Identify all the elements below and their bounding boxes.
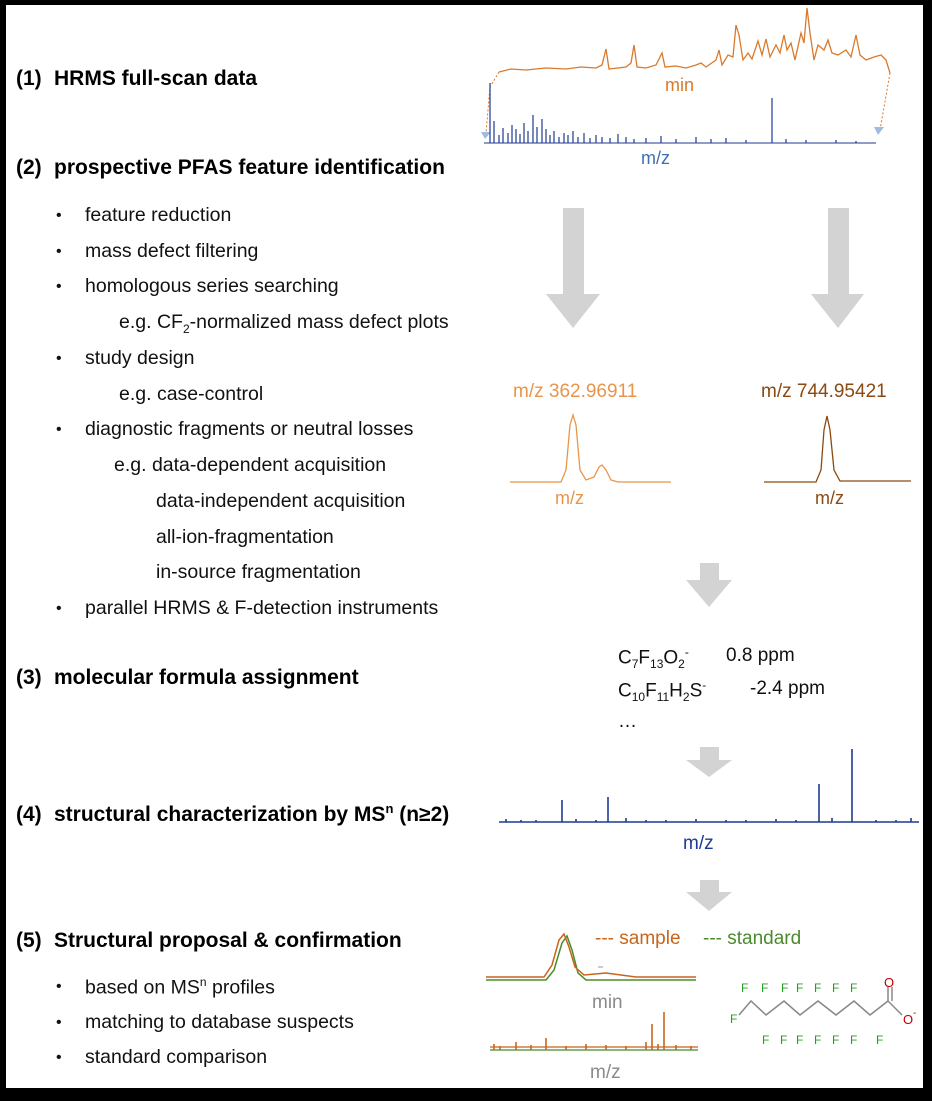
formula-2: C10F11H2S- (618, 678, 707, 705)
bullet-dot: • (56, 243, 62, 260)
down-arrow-icon (546, 208, 600, 328)
list-item: based on MSn profiles (85, 975, 275, 999)
confirmation-mz-label: m/z (590, 1062, 621, 1083)
peak-axis-label-right: m/z (815, 488, 844, 508)
peak-trace-362 (510, 412, 671, 483)
bullet-dot: • (56, 278, 62, 295)
msn-spectrum (499, 749, 919, 823)
formula-ellipsis: … (618, 711, 637, 732)
fluorine-atom: F (730, 1012, 737, 1026)
extracted-peaks (510, 412, 911, 483)
fluorine-atom: F (796, 1033, 803, 1047)
fluorine-atom: F (832, 1033, 839, 1047)
step-1-heading: (1)HRMS full-scan data (16, 67, 258, 90)
list-item: standard comparison (85, 1046, 268, 1068)
list-subitem: all-ion-fragmentation (156, 526, 334, 548)
confirmation-plots (486, 932, 698, 1051)
down-arrow-icon (686, 880, 732, 911)
chromatogram-axis-label: min (665, 75, 695, 95)
msn-peaks (505, 749, 912, 822)
list-item: study design (85, 347, 195, 369)
fluorine-atom: F (762, 1033, 769, 1047)
standard-chromatogram (486, 934, 696, 981)
fluorine-atom: F (832, 981, 839, 995)
bullet-dot: • (56, 1014, 62, 1031)
peak-trace-744 (764, 415, 911, 483)
list-item: mass defect filtering (85, 240, 259, 262)
spectrum-peaks (489, 83, 857, 143)
formula-1: C7F13O2- (618, 645, 689, 672)
list-subitem: in-source fragmentation (156, 561, 361, 583)
peak-label-362: m/z 362.96911 (513, 381, 638, 402)
chromatogram-trace (498, 7, 891, 74)
down-arrow-icon (686, 563, 732, 607)
fluorine-atom: F (850, 1033, 857, 1047)
full-scan-plot (481, 7, 891, 144)
flow-arrows (546, 208, 864, 911)
fluorine-atom: F (814, 1033, 821, 1047)
list-item: parallel HRMS & F-detection instruments (85, 597, 439, 619)
carboxylate-oxygen: O (903, 1012, 913, 1027)
fluorine-atom: F (780, 1033, 787, 1047)
fluorine-atom: F (796, 981, 803, 995)
confirmation-min-label: min (592, 992, 623, 1013)
list-item: feature reduction (85, 204, 232, 226)
formula-1-ppm: 0.8 ppm (726, 645, 795, 666)
fluorine-atom: F (814, 981, 821, 995)
list-subitem: e.g. CF2-normalized mass defect plots (119, 311, 449, 336)
msn-axis-label: m/z (683, 833, 714, 854)
fluorine-atom: F (876, 1033, 883, 1047)
step-3-heading: (3)molecular formula assignment (16, 666, 359, 689)
workflow-diagram: (1)HRMS full-scan data (2)prospective PF… (6, 5, 923, 1088)
formula-2-ppm: -2.4 ppm (750, 678, 825, 699)
carbon-backbone (738, 987, 903, 1016)
carbonyl-oxygen: O (884, 975, 894, 990)
legend-sample: --- sample (595, 928, 681, 949)
zoom-arrowhead-right (874, 127, 884, 135)
bullet-dot: • (56, 978, 62, 995)
fluorine-atom: F (741, 981, 748, 995)
confirmation-spectrum-peaks (493, 1012, 692, 1050)
step-4-heading: (4)structural characterization by MSn (n… (16, 801, 450, 826)
bullet-dot: • (56, 421, 62, 438)
step-5-heading: (5)Structural proposal & confirmation (16, 929, 402, 952)
bullet-dot: • (56, 600, 62, 617)
down-arrow-icon (686, 747, 732, 777)
zoom-bracket-right (879, 72, 891, 131)
step-2-heading: (2)prospective PFAS feature identificati… (16, 156, 445, 179)
bullet-dot: • (56, 207, 62, 224)
peak-label-744: m/z 744.95421 (761, 381, 887, 402)
spectrum-axis-label: m/z (641, 148, 670, 168)
sample-chromatogram (486, 932, 696, 978)
down-arrow-icon (811, 208, 864, 328)
fluorine-atom: F (781, 981, 788, 995)
fluorine-atom: F (850, 981, 857, 995)
list-item: matching to database suspects (85, 1011, 354, 1033)
list-subitem: e.g. data-dependent acquisition (114, 454, 387, 476)
list-subitem: e.g. case-control (119, 383, 264, 405)
bullet-dot: • (56, 1049, 62, 1066)
list-item: diagnostic fragments or neutral losses (85, 418, 414, 440)
bullet-dot: • (56, 350, 62, 367)
list-subitem: data-independent acquisition (156, 490, 406, 512)
fluorine-atom: F (761, 981, 768, 995)
zoom-arrowhead-left (481, 132, 491, 139)
peak-axis-label-left: m/z (555, 488, 584, 508)
list-item: homologous series searching (85, 275, 339, 297)
legend-standard: --- standard (703, 928, 802, 949)
charge-minus: - (913, 1008, 916, 1019)
